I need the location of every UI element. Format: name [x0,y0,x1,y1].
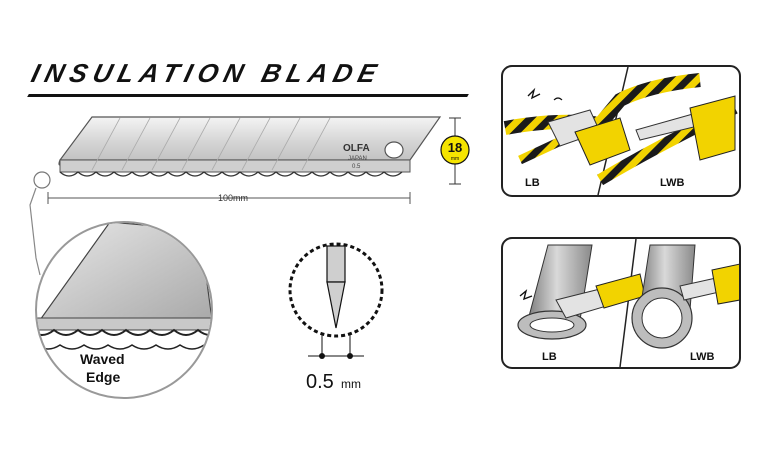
blade-brand: OLFA [343,143,370,154]
blade-cross-section [288,242,384,359]
zoom-connector [29,187,41,276]
length-dimension [47,192,411,204]
panel1-left-label: LB [525,177,540,189]
length-label: 100mm [218,193,248,203]
blade-hole [384,141,404,159]
panel2-left-label: LB [542,351,557,363]
blade-waved-edge [59,171,403,177]
width-unit: mm [451,156,459,162]
thickness-value: 0.5 [306,371,334,393]
zoom-circle [35,221,213,399]
pipe-cutting-panel [501,237,741,369]
width-badge [440,135,470,165]
thickness-unit: mm [341,377,361,391]
blade-illustration [58,116,442,177]
zoom-label-edge: Edge [86,369,120,385]
panel1-right-label: LWB [660,177,684,189]
blade-origin: JAPAN [348,156,367,162]
panel2-right-label: LWB [690,351,714,363]
zoom-source-circle [33,171,51,189]
zoom-waved-edge [37,328,211,336]
width-value: 18 [448,140,462,155]
blade-size-code: 0.5 [352,164,361,170]
rope-cutting-panel [501,65,741,197]
zoom-label-waved: Waved [80,351,125,367]
